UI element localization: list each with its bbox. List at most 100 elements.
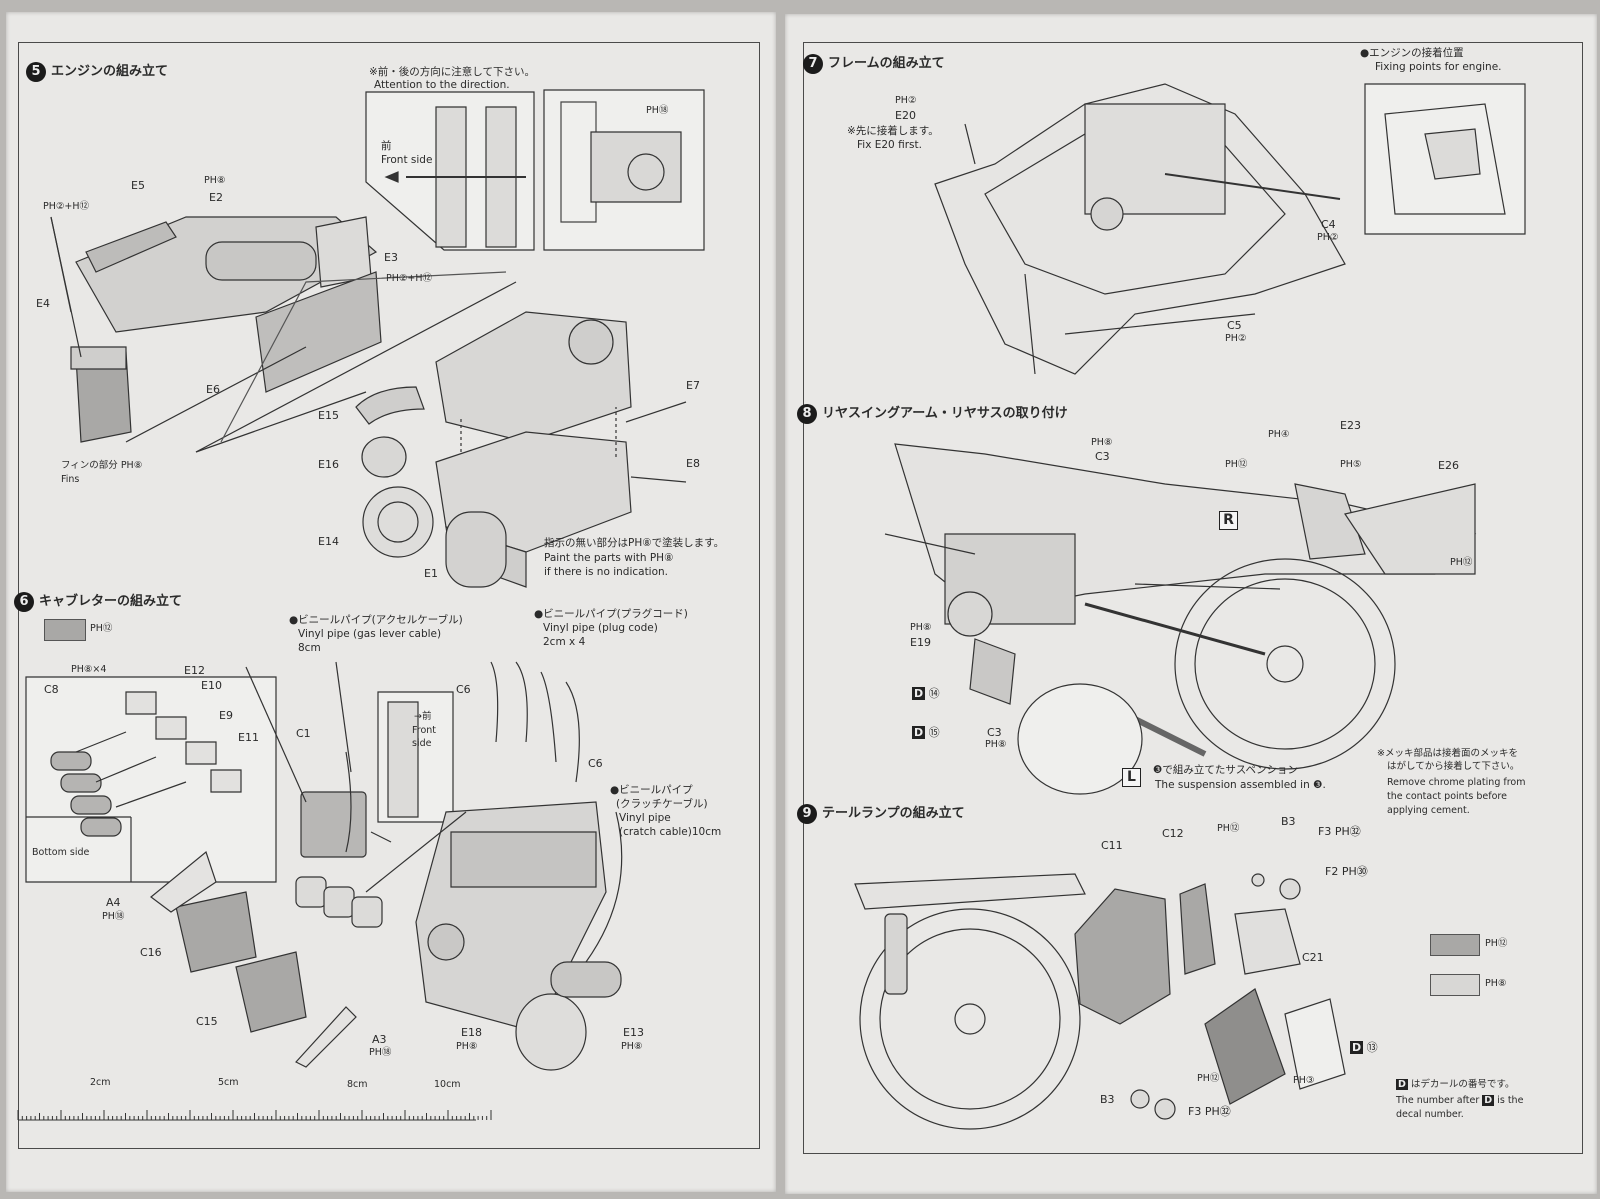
label-c5: C5 xyxy=(1227,319,1242,332)
label-ph12-b: PH⑫ xyxy=(1450,557,1473,568)
label-c8: C8 xyxy=(44,683,59,696)
label-e10: E10 xyxy=(201,679,222,692)
step7-number: 7 xyxy=(803,54,823,74)
rear-wheel xyxy=(1175,559,1395,769)
left-side-marker: L xyxy=(1122,768,1141,787)
step6-swatch-label: PH⑫ xyxy=(90,623,113,634)
label-ph12-d: PH⑫ xyxy=(1197,1073,1220,1084)
label-e12: E12 xyxy=(184,664,205,677)
label-c3-a: C3 xyxy=(1095,450,1110,463)
label-b3-b: B3 xyxy=(1100,1093,1115,1106)
decal-d-badge: D xyxy=(1396,1079,1408,1090)
legend-label-dark: PH⑫ xyxy=(1485,938,1508,949)
label-ph12: PH⑫ xyxy=(1225,459,1248,470)
label-ph2-h12-a: PH②+H⑫ xyxy=(43,201,89,212)
label-e13-ph8: PH⑧ xyxy=(621,1041,643,1052)
label-f2: F2 PH㉚ xyxy=(1325,865,1368,878)
front-en2: side xyxy=(412,738,432,749)
label-e3: E3 xyxy=(384,251,398,264)
vinyl3-jp2: (クラッチケーブル) xyxy=(616,798,708,810)
label-c12: C12 xyxy=(1162,827,1184,840)
decal-note-jp: D はデカールの番号です。 xyxy=(1396,1079,1515,1091)
right-page-illustrations xyxy=(785,14,1597,1194)
vinyl1-en: Vinyl pipe (gas lever cable) xyxy=(298,628,442,640)
label-e26: E26 xyxy=(1438,459,1459,472)
label-ph8-b: PH⑧ xyxy=(910,622,932,633)
label-b3-a: B3 xyxy=(1281,815,1296,828)
legend-swatch-dark xyxy=(1430,934,1480,956)
step7-heading: 7 フレームの組み立て xyxy=(803,54,945,74)
step8-number: 8 xyxy=(797,404,817,424)
label-a4-ph18: PH⑱ xyxy=(102,911,125,922)
step5-heading: 5 エンジンの組み立て xyxy=(26,62,168,82)
label-e5: E5 xyxy=(131,179,145,192)
step8-heading: 8 リヤスイングアーム・リヤサスの取り付け xyxy=(797,404,1068,424)
label-c6-a: C6 xyxy=(456,683,471,696)
vinyl1-jp: ●ビニールパイプ(アクセルケーブル) xyxy=(289,614,463,626)
step6-heading: 6 キャブレターの組み立て xyxy=(14,592,182,612)
decal-15: ⑮ xyxy=(928,726,940,739)
chrome-note-jp2: はがしてから接着して下さい。 xyxy=(1387,761,1520,772)
decal-d-badge: D xyxy=(912,726,926,739)
paint-note-en1: Paint the parts with PH⑧ xyxy=(544,552,674,564)
left-page: 5 エンジンの組み立て ※前・後の方向に注意して下さい。 Attention t… xyxy=(6,12,776,1192)
label-ph8-a: PH⑧ xyxy=(1091,437,1113,448)
label-e23: E23 xyxy=(1340,419,1361,432)
paint-note-jp: 指示の無い部分はPH⑧で塗装します。 xyxy=(544,537,725,549)
label-e11: E11 xyxy=(238,731,259,744)
legend-label-light: PH⑧ xyxy=(1485,978,1507,989)
label-e1: E1 xyxy=(424,567,438,580)
label-c16: C16 xyxy=(140,946,162,959)
cylinder-part xyxy=(256,272,381,392)
suspension-note-jp: ❸で組み立てたサスペンション xyxy=(1153,764,1298,776)
label-e2: E2 xyxy=(209,191,223,204)
label-c4-ph2: PH② xyxy=(1317,232,1339,243)
decal-note-en: The number after D is the xyxy=(1396,1095,1524,1107)
front-jp: →前 xyxy=(414,711,432,722)
ruler-mark-10cm: 10cm xyxy=(434,1079,461,1090)
decal-d-badge: D xyxy=(1350,1041,1364,1054)
right-side-marker: R xyxy=(1219,511,1238,530)
vinyl3-jp1: ●ビニールパイプ xyxy=(610,784,693,796)
decal-14: ⑭ xyxy=(928,687,940,700)
label-ph12-c: PH⑫ xyxy=(1217,823,1240,834)
chrome-note-jp1: ※メッキ部品は接着面のメッキを xyxy=(1377,748,1518,759)
left-page-illustrations xyxy=(6,12,776,1192)
label-ph4: PH④ xyxy=(1268,429,1290,440)
step6-title: キャブレターの組み立て xyxy=(39,593,183,609)
label-ph2-h12-b: PH②+H⑫ xyxy=(386,273,432,284)
step9-title: テールランプの組み立て xyxy=(822,805,965,821)
label-f3-b: F3 PH㉜ xyxy=(1188,1105,1231,1118)
decal-note-en3: decal number. xyxy=(1396,1109,1464,1120)
decal-d14: D ⑭ xyxy=(912,687,940,701)
label-c15: C15 xyxy=(196,1015,218,1028)
suspension-note-en: The suspension assembled in ❸. xyxy=(1155,779,1326,791)
decal-note-en2: is the xyxy=(1497,1095,1524,1106)
vinyl2-jp: ●ビニールパイプ(プラグコード) xyxy=(534,608,688,620)
step6-color-swatch xyxy=(44,619,86,641)
label-ph8x4: PH⑧×4 xyxy=(71,664,107,675)
decal-note-jp-text: はデカールの番号です。 xyxy=(1410,1079,1515,1090)
label-e13: E13 xyxy=(623,1026,644,1039)
decal-d13: D ⑬ xyxy=(1350,1041,1378,1055)
vinyl3-en2: (cratch cable)10cm xyxy=(619,826,722,838)
ruler-mark-8cm: 8cm xyxy=(347,1079,368,1090)
fix-first-en: Fix E20 first. xyxy=(857,139,922,151)
front-side-en: Front side xyxy=(381,154,433,166)
label-a3: A3 xyxy=(372,1033,387,1046)
label-c21: C21 xyxy=(1302,951,1324,964)
label-ph8: PH⑧ xyxy=(204,175,226,186)
ruler-scale xyxy=(18,1110,491,1120)
fins-label-jp: フィンの部分 PH⑧ xyxy=(61,460,143,471)
bottom-side-label: Bottom side xyxy=(32,847,90,858)
decal-note-en1: The number after xyxy=(1396,1095,1480,1106)
label-e6: E6 xyxy=(206,383,220,396)
label-e16: E16 xyxy=(318,458,339,471)
step5-title: エンジンの組み立て xyxy=(51,63,169,79)
label-a3-ph18: PH⑱ xyxy=(369,1047,392,1058)
decal-d15: D ⑮ xyxy=(912,726,940,740)
decal-13: ⑬ xyxy=(1366,1041,1378,1054)
ruler-mark-2cm: 2cm xyxy=(90,1077,111,1088)
label-e4: E4 xyxy=(36,297,50,310)
step7-title: フレームの組み立て xyxy=(828,55,945,71)
